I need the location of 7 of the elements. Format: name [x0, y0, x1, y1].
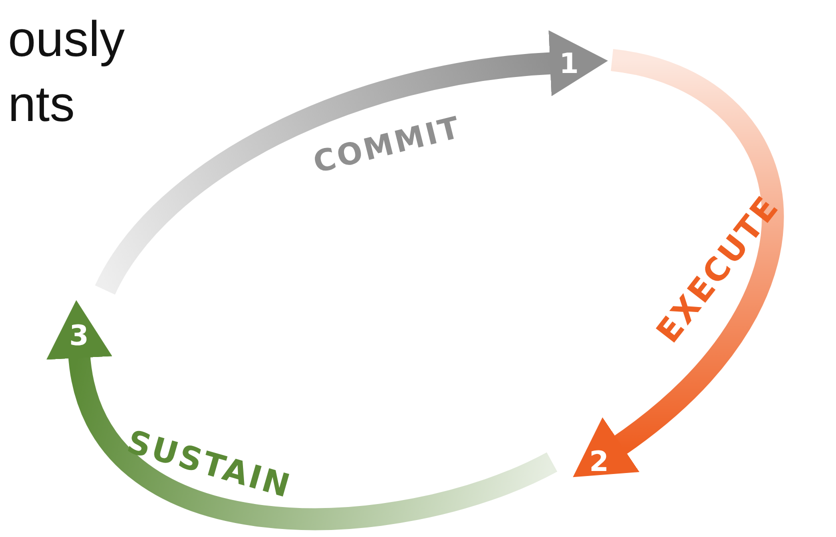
step-number: 2 [586, 444, 612, 478]
step-number: 1 [556, 46, 582, 80]
curved-arrow [48, 300, 557, 530]
step-number: 3 [66, 318, 92, 352]
text-fragment: nts [8, 75, 75, 133]
text-fragment: ously [8, 10, 125, 68]
curved-arrow [574, 49, 784, 480]
